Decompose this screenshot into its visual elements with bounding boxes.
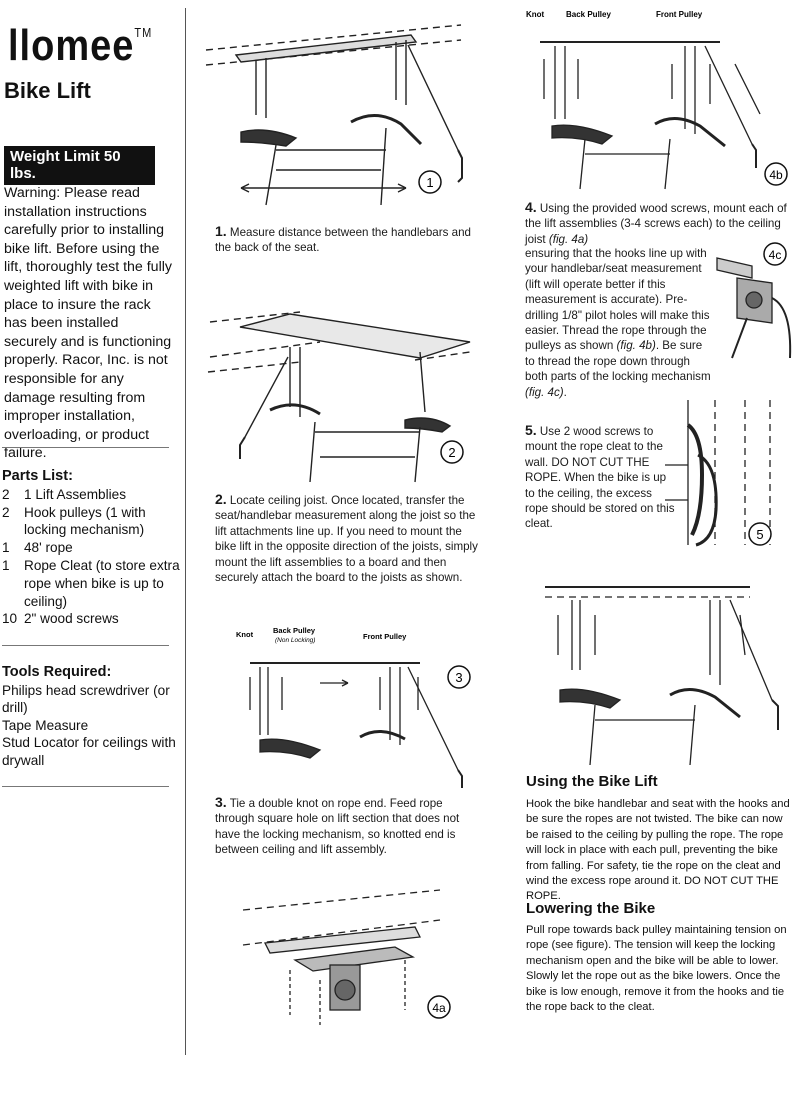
list-item: Stud Locator for ceilings with drywall [2,735,176,768]
column-divider [185,8,186,1055]
lowering-text: Pull rope towards back pulley maintainin… [526,924,787,1014]
step-2-text: 2. Locate ceiling joist. Once located, t… [215,491,478,585]
lowering-heading: Lowering the Bike [526,900,656,917]
figure-4c-illustration: 4c [716,242,792,359]
list-item: Philips head screwdriver (or drill) [2,682,170,716]
front-pulley-label: Front Pulley [656,10,703,19]
figure-5-illustration: 5 [665,400,772,547]
step-5-text: 5. Use 2 wood screws to mount the rope c… [525,422,675,531]
back-pulley-label: Back Pulley [273,626,316,635]
using-heading: Using the Bike Lift [526,773,658,790]
figure-number: 3 [455,670,462,685]
using-text: Hook the bike handlebar and seat with th… [526,798,790,903]
step-3-text: 3. Tie a double knot on rope end. Feed r… [215,794,460,857]
figure-number: 4c [769,248,782,262]
figure-number: 2 [448,445,455,460]
figure-4b-illustration: Knot Back Pulley Front Pulley 4b [526,10,788,190]
brand-logo: llomeeTM [8,22,153,71]
divider [2,645,169,646]
front-pulley-label: Front Pulley [363,632,407,641]
non-locking-label: (Non Locking) [275,637,315,644]
tools-required: Tools Required: Philips head screwdriver… [2,664,182,770]
tools-heading: Tools Required: [2,664,112,680]
warning-text: Warning: Please read installation instru… [4,185,172,462]
back-pulley-label: Back Pulley [566,10,611,19]
product-title: Bike Lift [4,78,91,103]
figure-2-illustration: 2 [207,311,471,483]
list-item: Tape Measure [2,717,89,733]
figure-number: 1 [426,175,433,190]
weight-limit-badge: Weight Limit 50 lbs. [4,146,155,185]
divider [2,786,169,787]
divider [2,447,169,448]
figure-4a-illustration: 4a [242,889,451,1025]
figure-3-illustration: Knot Back Pulley (Non Locking) Front Pul… [236,626,471,788]
knot-label: Knot [526,10,545,19]
figure-1-illustration: 1 [205,24,463,206]
parts-list-heading: Parts List: [2,468,73,484]
step-4-intro: 4. Using the provided wood screws, mount… [525,199,787,246]
knot-label: Knot [236,630,254,639]
figure-number: 4b [769,168,783,182]
figure-number: 5 [756,527,763,542]
figure-number: 4a [432,1001,446,1015]
step-4-text: ensuring that the hooks line up with you… [525,247,711,399]
using-illustration [545,586,779,765]
step-1-text: 1. Measure distance between the handleba… [215,223,471,255]
